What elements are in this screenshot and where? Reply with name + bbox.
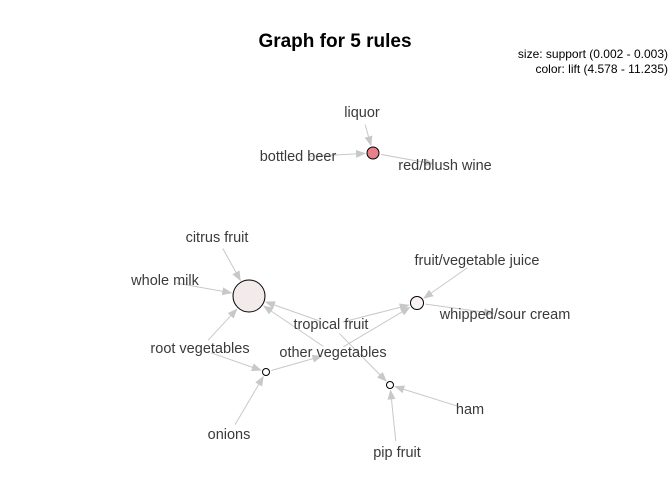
item-labels: liquor bottled beer red/blush wine citrus f… [130,105,570,461]
rule-4-node [262,368,270,376]
edge-other-vegetables-to-rule-2 [263,305,324,347]
item-label-citrus-fruit: citrus fruit [186,230,249,246]
item-label-red-blush-wine: red/blush wine [398,158,492,174]
edge-rule-4-to-other-vegetables [271,354,323,371]
edge-citrus-fruit-to-rule-2 [222,248,241,282]
edge-bottled-beer-to-rule-1 [309,149,367,158]
edge-root-vegetables-to-rule-2 [207,308,238,341]
item-label-whole-milk: whole milk [130,273,199,289]
edge-whole-milk-to-rule-2 [176,282,233,296]
item-label-tropical-fruit: tropical fruit [294,317,369,333]
rule-3-node [410,296,424,310]
edge-liquor-to-rule-1 [364,124,373,147]
edge-rule-1-to-red-blush-wine [380,153,435,167]
item-label-bottled-beer: bottled beer [260,149,337,165]
edge-tropical-fruit-to-rule-2 [265,301,320,322]
rule-1-node [366,146,380,160]
edge-root-vegetables-to-rule-4 [211,352,262,372]
item-label-onions: onions [208,427,251,443]
rule-5-node [386,381,394,389]
edge-other-vegetables-to-rule-3 [343,306,411,348]
rule-nodes [232,146,424,389]
item-label-whipped-sour-cream: whipped/sour cream [439,307,571,323]
edges [176,124,495,442]
item-label-root-vegetables: root vegetables [150,341,249,357]
item-label-fruit-vegetable-juice: fruit/vegetable juice [415,253,540,269]
edge-rule-3-to-whipped-sour-cream [425,303,495,317]
item-label-pip-fruit: pip fruit [373,445,421,461]
edge-pip-fruit-to-rule-5 [387,389,397,442]
legend-size: size: support (0.002 - 0.003) [518,47,668,61]
edge-tropical-fruit-to-rule-5 [339,333,387,382]
edge-fruit-vegetable-juice-to-rule-3 [423,267,468,299]
graph-title: Graph for 5 rules [258,31,411,52]
edge-ham-to-rule-5 [394,385,459,407]
edge-tropical-fruit-to-rule-3 [342,303,410,323]
item-label-liquor: liquor [344,105,380,121]
item-label-ham: ham [456,402,484,418]
edge-onions-to-rule-4 [234,375,264,425]
legend-color: color: lift (4.578 - 11.235) [535,62,668,76]
item-label-other-vegetables: other vegetables [279,345,386,361]
rule-2-node [232,279,266,313]
